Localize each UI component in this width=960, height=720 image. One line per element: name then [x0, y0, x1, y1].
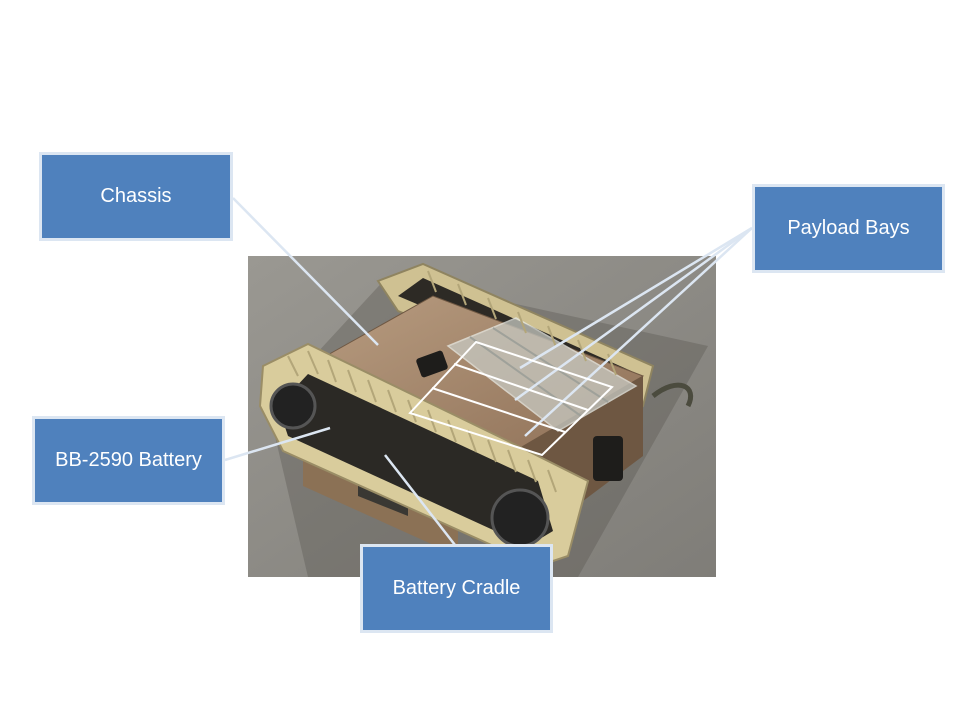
battery-label: BB-2590 Battery: [55, 449, 202, 471]
chassis-label: Chassis: [100, 185, 172, 207]
battery-cradle-label: Battery Cradle: [392, 577, 521, 599]
battery-cradle-callout: Battery Cradle: [360, 544, 553, 633]
battery-callout: BB-2590 Battery: [32, 416, 225, 505]
payload-bays-label: Payload Bays: [787, 217, 910, 239]
side-mount: [593, 436, 623, 481]
chassis-callout: Chassis: [39, 152, 233, 241]
payload-bays-callout: Payload Bays: [752, 184, 945, 273]
rear-sprocket: [490, 488, 550, 548]
tracked-robot-photo: [248, 256, 716, 577]
front-sprocket: [269, 382, 317, 430]
robot-photo: [248, 256, 716, 577]
